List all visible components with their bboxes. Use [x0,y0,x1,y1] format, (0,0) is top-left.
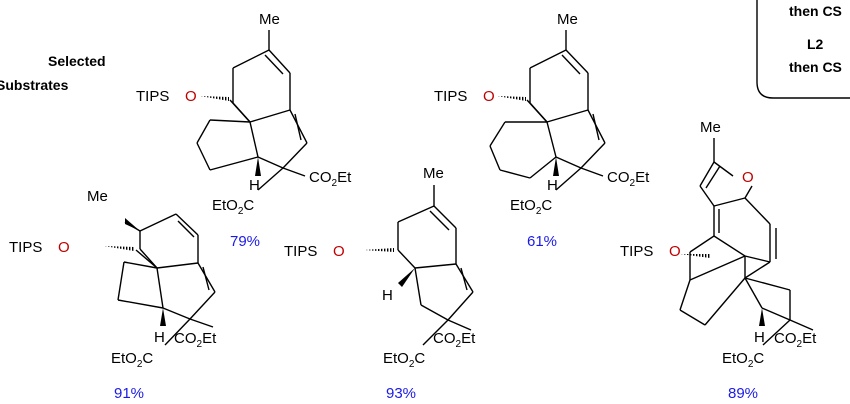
conditions-box: then CS L2 then CS [756,0,850,99]
c2-tips: TIPS [434,88,467,105]
c1-methyl: Me [259,11,280,28]
c2-ester-left: EtO2C [510,197,552,217]
c3-hydrogen: H [154,329,165,346]
c1-yield: 79% [230,233,260,250]
c1-oxygen: O [185,88,197,105]
c5-oxygen: O [669,243,681,260]
c4-hydrogen: H [382,287,393,304]
c3-ester-right: CO2Et [174,330,217,350]
compound-5 [679,138,814,346]
compound-3 [104,213,216,346]
c3-ester-left: EtO2C [111,350,153,370]
compound-2 [489,30,606,191]
c2-oxygen: O [483,88,495,105]
c5-tips: TIPS [620,243,653,260]
c5-hydrogen: H [754,329,765,346]
c3-methyl: Me [87,188,108,205]
c5-furan-oxygen: O [742,169,754,186]
c1-ester-left: EtO2C [212,197,254,217]
c1-ester-right: CO2Et [309,169,352,189]
c1-hydrogen: H [249,177,260,194]
c1-tips: TIPS [136,88,169,105]
header-line-1: Selected [48,53,106,69]
c2-hydrogen: H [547,177,558,194]
c3-tips: TIPS [9,239,42,256]
c3-yield: 91% [114,385,144,402]
compound-4 [364,185,474,346]
c3-oxygen: O [58,239,70,256]
c4-yield: 93% [386,385,416,402]
c4-methyl: Me [423,165,444,182]
c5-ester-right: CO2Et [774,330,817,350]
c4-oxygen: O [333,243,345,260]
c4-ester-right: CO2Et [433,330,476,350]
c5-ester-left: EtO2C [722,350,764,370]
c2-methyl: Me [557,11,578,28]
compound-1 [196,30,308,191]
conditions-line-3: then CS [789,59,842,75]
c5-methyl: Me [700,119,721,136]
conditions-line-2: L2 [807,36,824,52]
c4-ester-left: EtO2C [383,350,425,370]
conditions-line-1: then CS [789,3,842,19]
c5-yield: 89% [728,385,758,402]
header-line-2: Substrates [0,77,69,93]
c2-yield: 61% [527,233,557,250]
c2-ester-right: CO2Et [607,169,650,189]
c4-tips: TIPS [284,243,317,260]
